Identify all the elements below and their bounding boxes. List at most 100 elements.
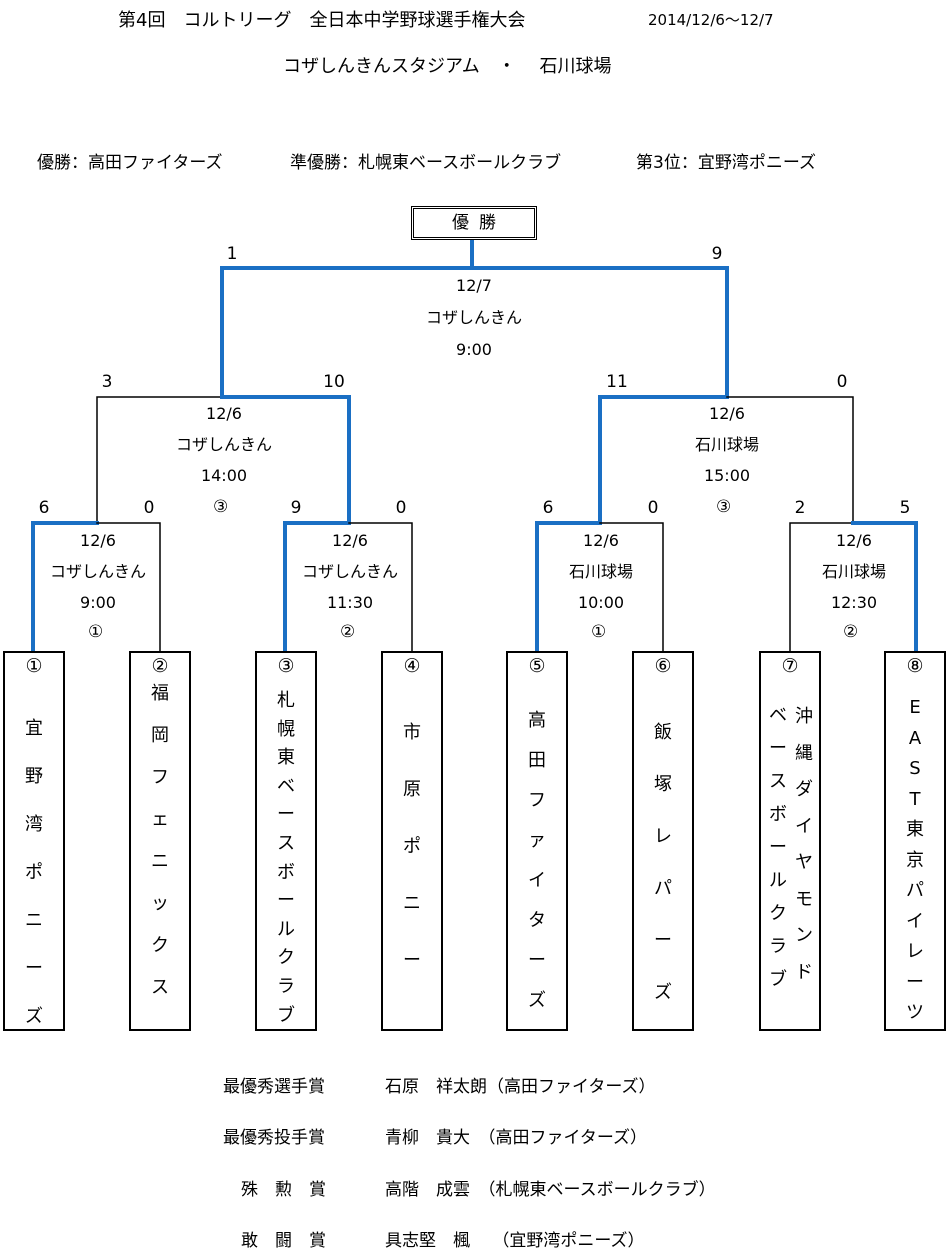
g4-time: 12:30 — [830, 593, 878, 612]
g2-left — [283, 521, 351, 653]
team-name: 宜野湾ポニーズ — [5, 705, 63, 1041]
team-name-char: 京 — [906, 849, 924, 871]
tournament-title: 第4回 コルトリーグ 全日本中学野球選手権大会 — [118, 10, 526, 31]
team-name: 札幌東ベースボールクラブ — [257, 687, 315, 1030]
team-name-char: イ — [795, 815, 813, 837]
team-name-char: レ — [654, 826, 672, 847]
semi-left-score-left: 3 — [101, 372, 113, 392]
g3-left — [535, 521, 602, 653]
team-name-char: ブ — [769, 969, 787, 990]
semi-right-a — [598, 395, 729, 525]
team-number: ③ — [277, 655, 295, 677]
team-name-char: S — [909, 758, 921, 779]
team-name-char: ク — [277, 947, 295, 969]
team-name-char: ラ — [769, 936, 787, 957]
team-name-char: ダ — [795, 779, 813, 800]
semi-right-date: 12/6 — [709, 404, 745, 423]
award-title: 最優秀選手賞 — [223, 1077, 325, 1097]
g4-date: 12/6 — [836, 531, 872, 550]
semi-right-score-right: 0 — [836, 372, 848, 392]
team-name-char: ズ — [25, 1006, 43, 1027]
semi-right-game-no: ③ — [716, 497, 732, 517]
g3-game-no: ① — [591, 622, 607, 642]
g2-date: 12/6 — [332, 531, 368, 550]
team-name-char: ェ — [151, 809, 169, 830]
team-name-char: T — [909, 788, 921, 810]
team-name-char: ー — [769, 738, 787, 759]
team-number: ⑦ — [781, 655, 799, 677]
g1-venue: コザしんきん — [49, 562, 146, 581]
team-name-char: ー — [403, 950, 421, 971]
team-number: ② — [151, 655, 169, 677]
semi-left-date: 12/6 — [206, 404, 242, 423]
team-name-char: 沖 — [795, 706, 813, 727]
team-name-char: 幌 — [277, 718, 295, 740]
team-name-char: 野 — [25, 766, 43, 787]
award-title: 敢 闘 賞 — [241, 1231, 326, 1251]
team-name-char: ポ — [403, 836, 421, 857]
team-name-char: フ — [528, 790, 546, 811]
g4-score-left: 2 — [794, 498, 806, 518]
team-name-char: ニ — [151, 851, 169, 872]
final-right-line — [470, 266, 729, 399]
team-name-char: ド — [795, 961, 813, 983]
team-name-char: ブ — [277, 1004, 295, 1026]
award-title: 最優秀投手賞 — [223, 1128, 325, 1148]
champion-result: 優勝：高田ファイターズ — [37, 153, 223, 173]
g1-right — [96, 522, 161, 652]
team-name-char: 岡 — [151, 725, 169, 746]
team-name-char: ー — [654, 930, 672, 951]
team-box: ② 福岡フェニックス — [129, 651, 191, 1031]
team-name-char: ー — [769, 837, 787, 858]
team-name-char: E — [909, 697, 921, 718]
g3-time: 10:00 — [577, 593, 625, 612]
semi-left-score-right: 10 — [323, 372, 345, 392]
award-player: 青柳 貴大 （高田ファイターズ） — [385, 1128, 647, 1148]
g1-time: 9:00 — [80, 593, 116, 612]
semi-left-game-no: ③ — [213, 497, 229, 517]
semi-left-b — [220, 395, 351, 525]
final-score-left: 1 — [226, 244, 238, 264]
team-name-char: 縄 — [795, 742, 813, 764]
team-name-char: ク — [151, 935, 169, 956]
team-name-char: レ — [906, 941, 924, 962]
g3-score-left: 6 — [542, 498, 554, 518]
team-name-char: モ — [795, 888, 813, 910]
venues: コザしんきんスタジアム ・ 石川球場 — [283, 56, 612, 77]
g3-right — [599, 522, 664, 652]
team-number: ⑥ — [654, 655, 672, 677]
g2-score-left: 9 — [290, 498, 302, 518]
team-name-char: ボ — [277, 861, 295, 883]
team-name-char: A — [908, 727, 922, 749]
final-time: 9:00 — [456, 340, 492, 359]
semi-left-time: 14:00 — [200, 466, 248, 485]
team-name-char: 宜 — [25, 718, 43, 739]
tournament-dates: 2014/12/6～12/7 — [648, 11, 774, 29]
team-number: ⑧ — [906, 655, 924, 677]
g3-venue: 石川球場 — [568, 562, 633, 581]
award-player: 具志堅 楓 （宜野湾ポニーズ） — [385, 1231, 645, 1251]
team-box: ⑤ 高田ファイターズ — [506, 651, 568, 1031]
g4-score-right: 5 — [899, 498, 911, 518]
team-name-char: ボ — [769, 804, 787, 825]
team-name-char: 湾 — [25, 814, 43, 835]
g4-game-no: ② — [843, 622, 859, 642]
team-box: ③ 札幌東ベースボールクラブ — [255, 651, 317, 1031]
team-name-char: タ — [528, 910, 546, 931]
team-name-char: ス — [277, 832, 295, 854]
team-name-char: 飯 — [654, 722, 672, 743]
team-name-line2: ベースボールクラブ — [763, 699, 793, 996]
semi-left-a — [96, 396, 223, 524]
g3-score-right: 0 — [647, 498, 659, 518]
award-title: 殊 勲 賞 — [241, 1180, 326, 1200]
g1-left — [31, 521, 99, 653]
team-name-char: 塚 — [654, 774, 672, 795]
team-name-char: 東 — [277, 747, 295, 769]
final-date: 12/7 — [456, 276, 492, 295]
team-name: 福岡フェニックス — [131, 673, 189, 1009]
team-name-char: 田 — [528, 750, 546, 771]
semi-right-b — [726, 396, 854, 524]
team-name-char: ベ — [277, 775, 295, 797]
